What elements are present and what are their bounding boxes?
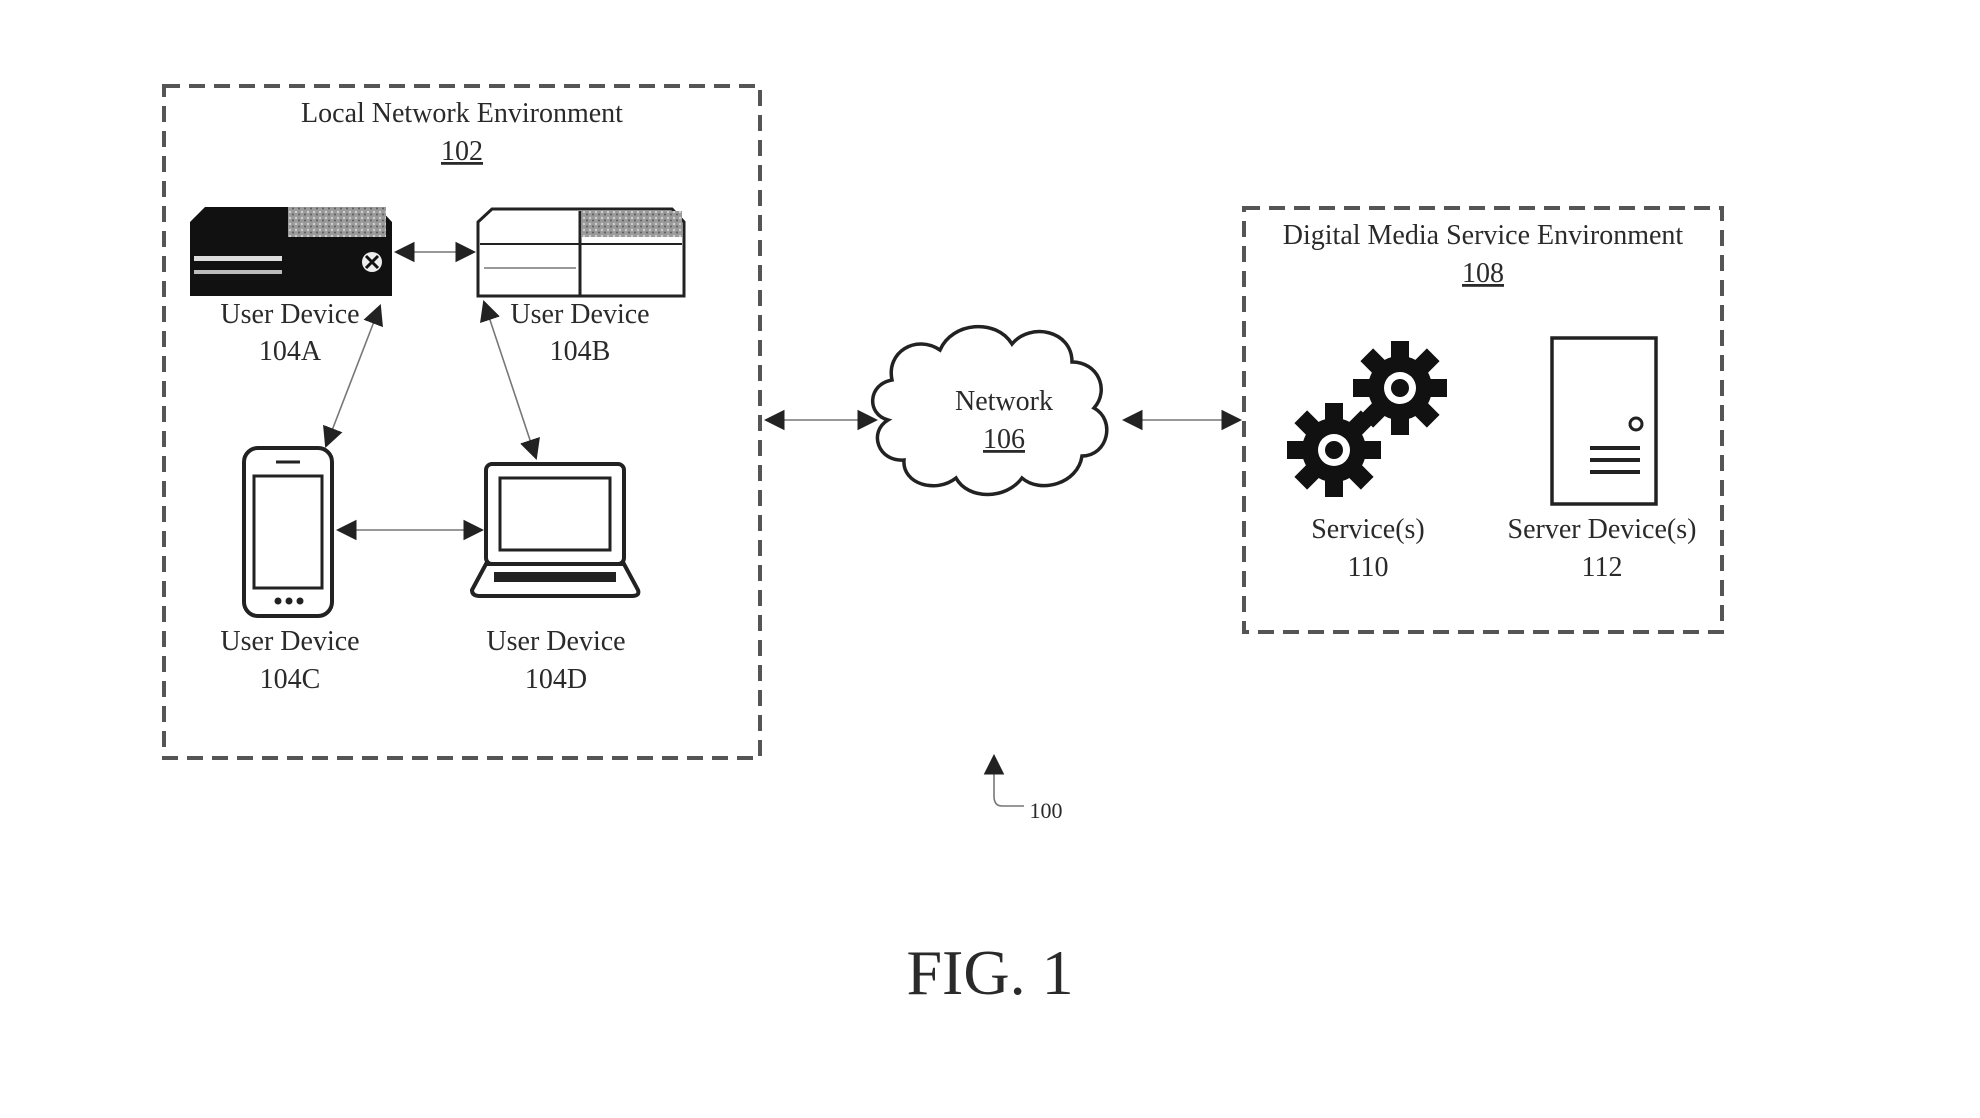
servers-ref: 112 (1582, 552, 1623, 583)
figure-caption: FIG. 1 (906, 937, 1073, 1008)
local-network-title: Local Network Environment (301, 98, 623, 129)
link-104b-104d (480, 300, 540, 460)
smartphone-icon (242, 446, 334, 618)
network-ref: 106 (983, 424, 1025, 455)
service-environment-ref: 108 (1462, 258, 1504, 289)
link-104a-104c (323, 304, 383, 448)
services-110[interactable]: Service(s) 110 (1287, 341, 1447, 583)
services-label: Service(s) (1311, 514, 1425, 545)
server-devices-112[interactable]: Server Device(s) 112 (1508, 336, 1697, 583)
user-device-104a[interactable]: User Device 104A (190, 207, 392, 367)
user-device-104c[interactable]: User Device 104C (220, 446, 360, 695)
figure-reference: 100 (983, 753, 1063, 823)
device-104a-ref: 104A (259, 336, 322, 367)
local-network-environment: Local Network Environment 102 (162, 84, 762, 760)
servers-label: Server Device(s) (1508, 514, 1697, 545)
local-network-ref: 102 (441, 136, 483, 167)
figure-reference-number: 100 (1030, 798, 1063, 823)
services-ref: 110 (1348, 552, 1389, 583)
device-104a-label: User Device (220, 299, 359, 330)
device-104b-label: User Device (510, 299, 649, 330)
reference-arrow (983, 753, 1024, 807)
cloud-icon (870, 324, 1109, 497)
laptop-icon (469, 462, 641, 598)
device-104d-ref: 104D (525, 664, 587, 695)
digital-media-service-environment: Digital Media Service Environment 108 (1242, 206, 1724, 634)
user-device-104d[interactable]: User Device 104D (469, 462, 641, 695)
device-104c-label: User Device (220, 626, 359, 657)
local-network-boundary (162, 84, 762, 760)
server-tower-icon (1550, 336, 1658, 506)
device-104b-ref: 104B (550, 336, 611, 367)
service-environment-boundary (1242, 206, 1724, 634)
user-device-104b[interactable]: User Device 104B (476, 207, 686, 367)
network-label: Network (955, 386, 1053, 417)
service-environment-title: Digital Media Service Environment (1283, 220, 1684, 251)
network-106[interactable]: Network 106 (870, 324, 1109, 497)
device-104c-ref: 104C (260, 664, 321, 695)
game-console-black-icon (190, 207, 392, 296)
game-console-white-icon (476, 207, 686, 298)
gears-icon (1287, 341, 1447, 497)
device-104d-label: User Device (486, 626, 625, 657)
